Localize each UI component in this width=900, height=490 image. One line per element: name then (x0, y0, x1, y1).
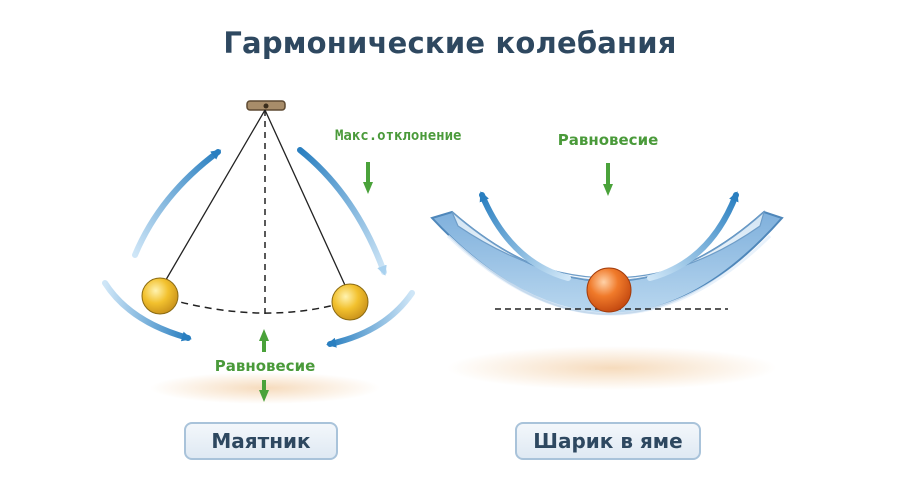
pendulum-equilibrium-label: Равновесие (215, 357, 316, 375)
arrow-bowl-right-icon (647, 191, 739, 281)
arrow-bowl-left-icon (479, 191, 571, 281)
pendulum-caption: Маятник (184, 422, 338, 460)
bowl-caption: Шарик в яме (515, 422, 701, 460)
pendulum-bob-left (141, 277, 179, 315)
arrow-up-left-icon (132, 149, 222, 258)
pendulum-string-left (159, 109, 266, 291)
pendulum-diagram: Макс.отклонение Равновесие (102, 100, 461, 404)
bowl-shadow (447, 346, 777, 390)
arrow-bottom-right-icon (326, 290, 415, 348)
arrow-down-right-icon (297, 147, 387, 276)
bowl-diagram: Равновесие (430, 131, 784, 390)
page-title: Гармонические колебания (223, 26, 677, 60)
bowl-equilibrium-label: Равновесие (558, 131, 659, 149)
swing-arc (157, 295, 353, 314)
arrow-bottom-left-icon (102, 280, 192, 342)
pendulum-bob-right (331, 283, 369, 321)
pendulum-string-right (264, 109, 350, 295)
bowl-ball (586, 267, 632, 313)
max-deviation-label: Макс.отклонение (335, 128, 461, 144)
bowl-highlight (446, 234, 772, 316)
pivot-pin-icon (263, 103, 269, 109)
